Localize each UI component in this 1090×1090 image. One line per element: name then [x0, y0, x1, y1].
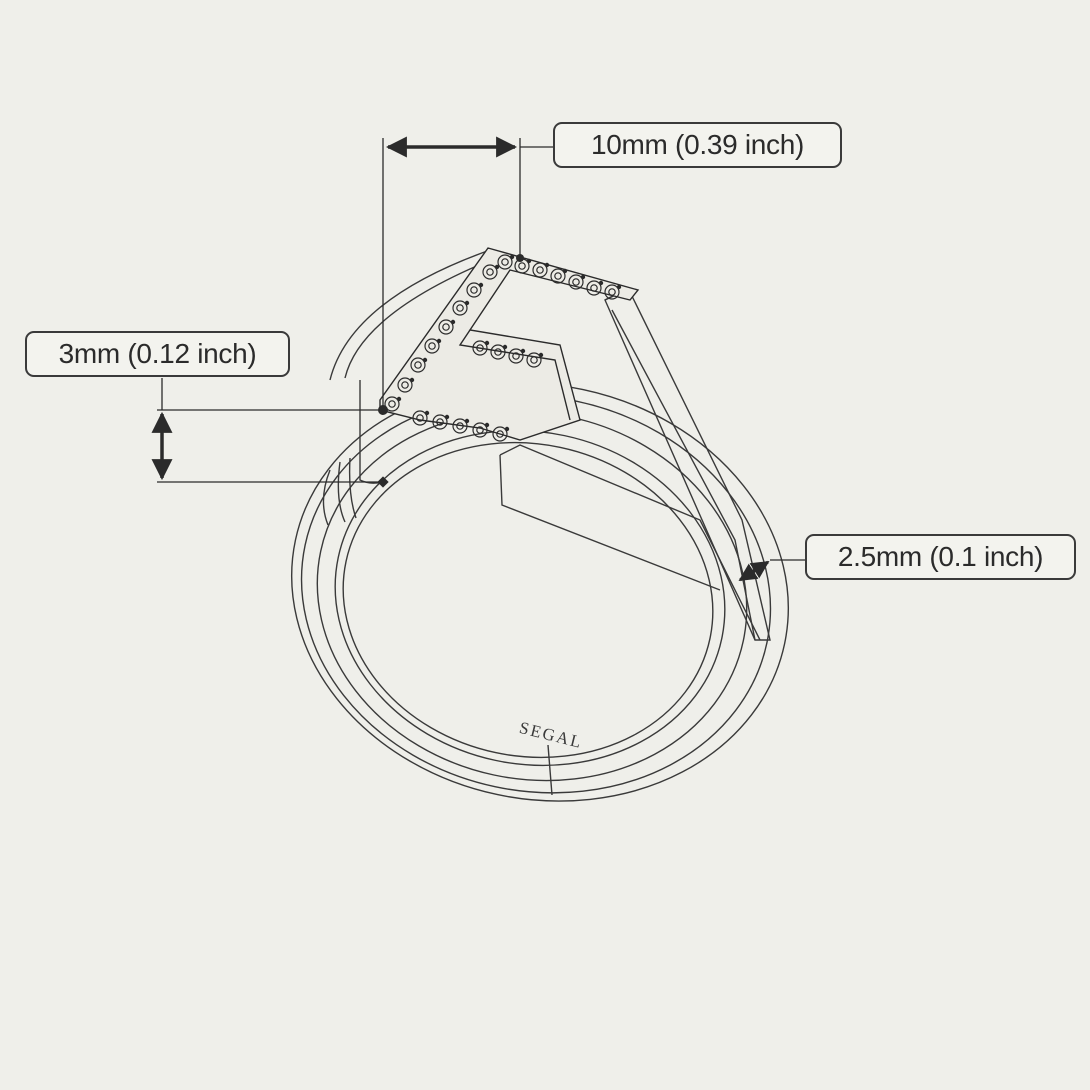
pave-stone — [550, 268, 566, 284]
dimension-label-height: 3mm (0.12 inch) — [25, 331, 290, 377]
pave-stone-facet — [536, 266, 544, 274]
pave-prong — [526, 258, 532, 264]
pave-stone — [508, 348, 524, 364]
pave-prong — [396, 396, 402, 402]
band-inner-edge — [334, 429, 726, 767]
pave-stone — [472, 422, 488, 438]
pave-prong — [520, 348, 526, 354]
pave-prong — [464, 300, 470, 306]
pave-stone — [432, 414, 448, 430]
pave-stone-facet — [401, 381, 409, 389]
pave-stone-facet — [608, 288, 616, 296]
dimension-arrow-band — [738, 560, 770, 582]
pave-stones — [384, 254, 622, 442]
band-seam-3 — [337, 461, 346, 523]
pave-stone-facet — [486, 268, 494, 276]
band-seam-2 — [322, 469, 331, 526]
pave-stone-facet — [476, 344, 484, 352]
pave-prong — [562, 268, 568, 274]
pave-stone — [384, 396, 400, 412]
pave-prong — [598, 280, 604, 286]
pave-stone — [452, 300, 468, 316]
pave-stone-facet — [494, 348, 502, 356]
anchor-dot-top — [378, 405, 388, 415]
pave-prong — [436, 338, 442, 344]
pave-prong — [580, 274, 586, 280]
pave-stone — [438, 319, 454, 335]
pave-prong — [424, 410, 430, 416]
pave-prong — [484, 340, 490, 346]
pave-stone-facet — [554, 272, 562, 280]
pave-prong — [504, 426, 510, 432]
pave-stone-facet — [496, 430, 504, 438]
pave-prong — [509, 254, 515, 260]
pave-stone-facet — [518, 262, 526, 270]
pave-prong — [422, 357, 428, 363]
pave-stone-facet — [414, 361, 422, 369]
dimension-band — [738, 559, 805, 582]
pave-stone-facet — [456, 422, 464, 430]
pave-stone — [397, 377, 413, 393]
pave-prong — [444, 414, 450, 420]
pave-stone-facet — [428, 342, 436, 350]
band-seam — [547, 744, 553, 796]
pave-stone-facet — [416, 414, 424, 422]
pave-prong — [544, 262, 550, 268]
pave-stone-facet — [388, 400, 396, 408]
pave-stone — [568, 274, 584, 290]
pave-prong — [616, 284, 622, 290]
pave-stone — [482, 264, 498, 280]
dimension-label-band: 2.5mm (0.1 inch) — [805, 534, 1076, 580]
pave-stone — [466, 282, 482, 298]
pave-stone-facet — [436, 418, 444, 426]
pave-stone-facet — [456, 304, 464, 312]
anchor-dot — [516, 254, 524, 262]
pave-stone — [452, 418, 468, 434]
pave-stone — [412, 410, 428, 426]
pave-prong — [409, 377, 415, 383]
pave-stone — [492, 426, 508, 442]
pave-stone-facet — [442, 323, 450, 331]
dimension-top-width — [382, 136, 553, 408]
letter-setting — [379, 247, 640, 441]
band-outer-edge-2 — [300, 394, 772, 794]
pave-stone-facet — [512, 352, 520, 360]
band-outer-edge — [291, 382, 789, 802]
band-seam-4 — [348, 457, 357, 519]
anchor-dot-bottom — [377, 476, 389, 488]
pave-stone — [532, 262, 548, 278]
pave-stone — [490, 344, 506, 360]
pave-stone-facet — [590, 284, 598, 292]
pave-stone — [472, 340, 488, 356]
pave-prong — [484, 422, 490, 428]
pave-prong — [450, 319, 456, 325]
band-inner-edge-2 — [342, 441, 714, 759]
pave-stone — [497, 254, 513, 270]
dimension-height — [151, 378, 389, 488]
dimension-label-width: 10mm (0.39 inch) — [553, 122, 842, 168]
pave-prong — [478, 282, 484, 288]
ring-band — [291, 382, 789, 802]
pave-stone-facet — [470, 286, 478, 294]
pave-prong — [464, 418, 470, 424]
pave-stone — [424, 338, 440, 354]
pave-stone-facet — [476, 426, 484, 434]
pave-prong — [494, 264, 500, 270]
pave-prong — [502, 344, 508, 350]
pave-prong — [538, 352, 544, 358]
pave-stone — [410, 357, 426, 373]
pave-stone-facet — [501, 258, 509, 266]
pave-stone — [604, 284, 620, 300]
pave-stone — [526, 352, 542, 368]
pave-stone — [586, 280, 602, 296]
pave-stone-facet — [572, 278, 580, 286]
pave-stone-facet — [530, 356, 538, 364]
